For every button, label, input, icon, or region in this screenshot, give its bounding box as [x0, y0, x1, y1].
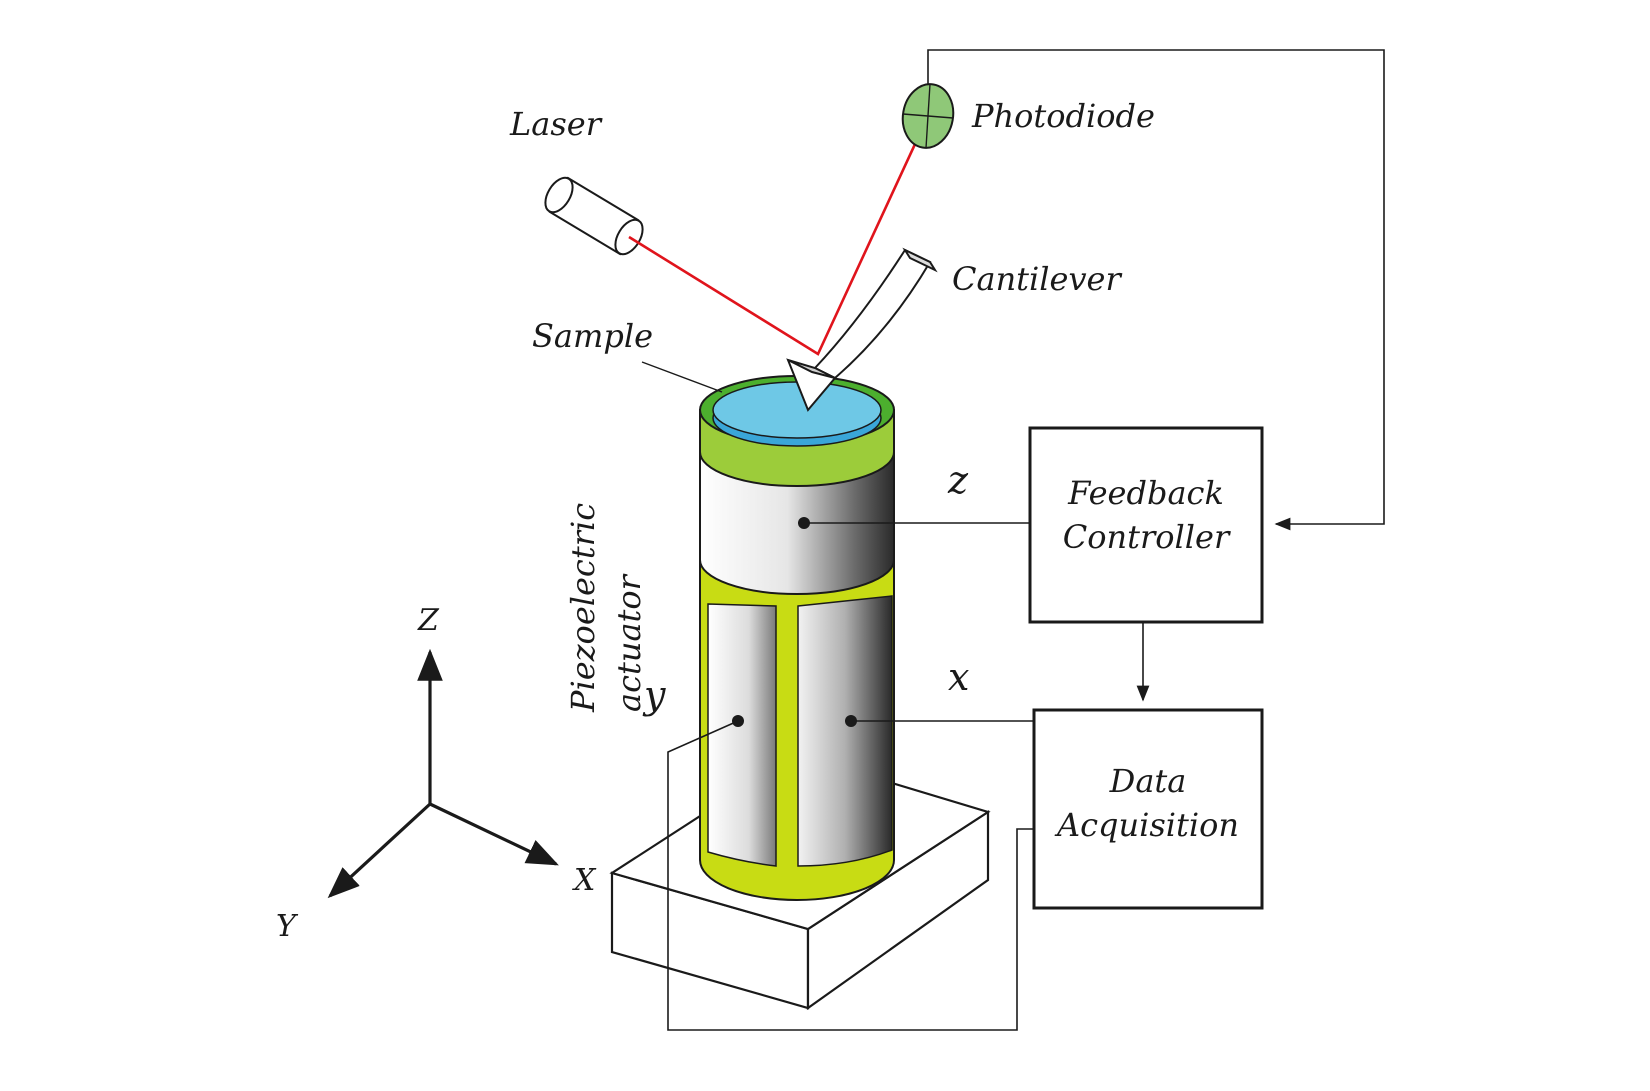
sample-label: Sample [532, 317, 653, 355]
piezo-label-group: Piezoelectric actuator [564, 503, 648, 713]
x-axis-label: X [572, 863, 597, 898]
laser-label: Laser [509, 105, 603, 143]
data-acquisition-label-2: Acquisition [1054, 806, 1239, 844]
piezo-tube-upper [699, 451, 895, 595]
y-electrode-panel [707, 603, 777, 867]
channel-y-label: y [642, 673, 666, 717]
z-axis-label: Z [417, 603, 440, 638]
electrode-wires [667, 522, 1034, 1031]
photodiode-feedback-wire [927, 49, 1385, 531]
z-contact-dot [798, 517, 810, 529]
photodiode-label: Photodiode [971, 97, 1155, 135]
channel-x-label: x [948, 655, 969, 699]
y-contact-dot [732, 715, 744, 727]
x-axis-arrow [429, 802, 559, 866]
piezo-label-line-2: actuator [610, 573, 648, 712]
piezo-tube-lower [699, 559, 895, 901]
z-electrode [699, 451, 895, 595]
y-axis-label: Y [276, 909, 299, 944]
electrode-contacts [732, 517, 857, 727]
channel-z-label: z [947, 458, 969, 502]
y-electrode-wire [667, 720, 1034, 1031]
laser-beam [628, 115, 930, 356]
cantilever [786, 247, 938, 412]
sample-holder [699, 375, 895, 487]
feedback-controller-label-1: Feedback [1067, 474, 1224, 512]
sample-leader-line [641, 361, 723, 393]
data-acquisition-label-1: Data [1109, 762, 1187, 800]
laser-source [544, 176, 644, 256]
x-electrode-panel [797, 595, 893, 867]
feedback-controller-label-2: Controller [1063, 518, 1231, 556]
x-contact-dot [845, 715, 857, 727]
data-acquisition-block: Data Acquisition [1032, 708, 1264, 910]
sample-disc [712, 381, 882, 439]
coordinate-axes [327, 648, 559, 899]
feedback-controller-block: Feedback Controller [1028, 426, 1264, 624]
cantilever-label: Cantilever [952, 260, 1122, 298]
piezo-label-line-1: Piezoelectric [564, 503, 602, 713]
photodiode-icon [901, 83, 955, 149]
y-axis-arrow [327, 802, 432, 899]
